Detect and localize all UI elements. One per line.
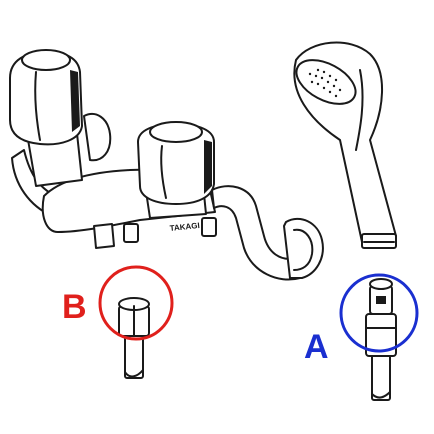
brand-stamp: TAKAGI: [169, 221, 200, 233]
shower-face: [295, 59, 357, 105]
faucet-spout: [93, 223, 115, 249]
highlight-circle-b: [98, 265, 174, 341]
hose-b-cut: [124, 369, 144, 378]
shower-outlet-thread: [283, 217, 324, 279]
label-a: A: [304, 328, 329, 366]
lower-outlet-left: [123, 223, 139, 243]
shower-spray-holes: [308, 68, 342, 98]
right-handle-shadow: [204, 140, 212, 194]
highlight-circle-a: [339, 273, 419, 353]
shower-outlet-thread-inner: [293, 228, 314, 271]
left-handle-cap: [21, 49, 71, 71]
right-handle-ridge: [160, 145, 167, 199]
hose-a-tip-shadow: [376, 296, 386, 304]
hose-end-b: [118, 297, 150, 379]
label-b: B: [62, 288, 87, 326]
lower-outlet-right: [201, 217, 217, 237]
left-handle-ridge: [34, 71, 41, 141]
hose-end-a: [365, 278, 397, 401]
shower-handle-shadow: [355, 69, 364, 151]
hand-shower: [293, 41, 397, 249]
left-collar: [83, 113, 112, 162]
hose-a-cut: [371, 391, 391, 399]
right-handle-cap: [149, 121, 203, 143]
hose-a-tip-opening: [369, 278, 393, 290]
left-handle-shadow: [70, 70, 80, 132]
wall-faucet: TAKAGI: [9, 49, 324, 281]
